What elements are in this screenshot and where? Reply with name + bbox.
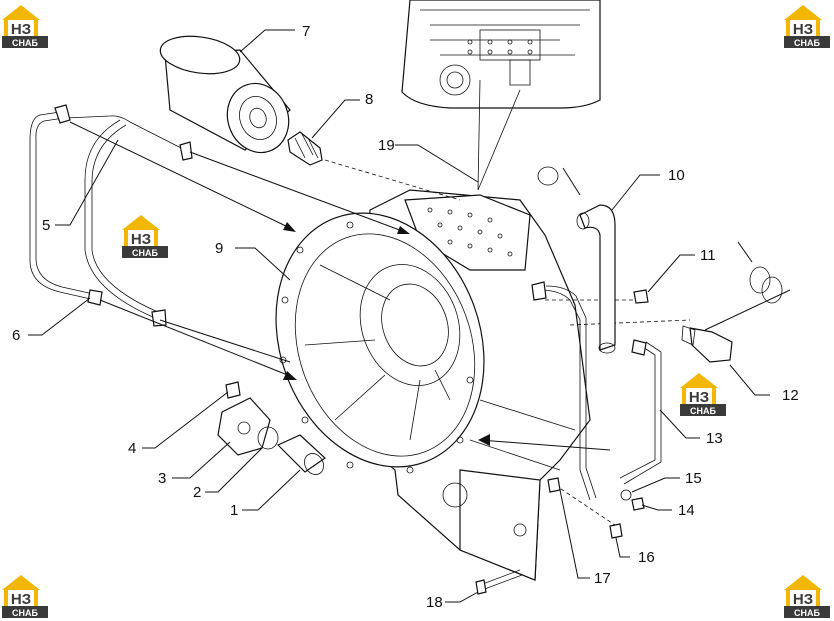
inset-detail-view — [401, 0, 601, 191]
logo-mark: НЗ — [11, 591, 31, 608]
logo-mark: НЗ — [793, 21, 813, 38]
pipe-10 — [537, 166, 616, 354]
callout-7: 7 — [302, 23, 310, 40]
pipe-fitting-8 — [287, 131, 323, 166]
drain-plug-12 — [681, 325, 733, 363]
callout-12: 12 — [782, 387, 799, 404]
bolt-11 — [633, 289, 649, 304]
small-parts — [547, 477, 645, 539]
callout-17: 17 — [594, 570, 611, 587]
callout-10: 10 — [668, 167, 685, 184]
oil-filter — [159, 35, 291, 154]
tube-13 — [531, 281, 662, 501]
logo-caption: СНАБ — [12, 38, 38, 48]
callout-11: 11 — [700, 247, 716, 264]
callout-19: 19 — [378, 137, 395, 154]
callout-18: 18 — [426, 594, 443, 611]
assembly-lines — [324, 159, 691, 526]
callout-4: 4 — [128, 440, 136, 457]
cover-parts-1-4 — [217, 381, 326, 475]
callout-5: 5 — [42, 217, 50, 234]
logo-caption: СНАБ — [132, 248, 158, 258]
leader-lines — [28, 29, 770, 603]
logo-bottom-left: НЗ СНАБ — [2, 575, 48, 618]
o-rings-12 — [704, 241, 791, 331]
callout-9: 9 — [215, 240, 223, 257]
callout-14: 14 — [678, 502, 695, 519]
callout-1: 1 — [230, 502, 238, 519]
callout-6: 6 — [12, 327, 20, 344]
flow-arrows — [69, 121, 611, 451]
logo-mark: НЗ — [689, 389, 709, 406]
logo-bottom-right: НЗ СНАБ — [784, 575, 830, 618]
logo-top-right: НЗ СНАБ — [784, 5, 830, 48]
callout-16: 16 — [638, 549, 655, 566]
logo-caption: СНАБ — [794, 608, 820, 618]
callout-8: 8 — [365, 91, 373, 108]
callout-2: 2 — [193, 484, 201, 501]
logo-mark: НЗ — [131, 231, 151, 248]
callout-15: 15 — [685, 470, 702, 487]
callout-3: 3 — [158, 470, 166, 487]
logo-caption: СНАБ — [794, 38, 820, 48]
logo-caption: СНАБ — [690, 406, 716, 416]
logo-left-middle: НЗ СНАБ — [122, 215, 168, 258]
logo-mark: НЗ — [11, 21, 31, 38]
oil-tubes — [29, 104, 193, 327]
callout-13: 13 — [706, 430, 723, 447]
callout-labels: 7 8 19 10 11 9 5 6 4 3 2 1 12 13 15 14 1… — [12, 23, 799, 611]
logo-right-middle: НЗ СНАБ — [680, 373, 726, 416]
logo-top-left: НЗ СНАБ — [2, 5, 48, 48]
logo-caption: СНАБ — [12, 608, 38, 618]
bolt-18 — [475, 569, 523, 595]
logo-mark: НЗ — [793, 591, 813, 608]
